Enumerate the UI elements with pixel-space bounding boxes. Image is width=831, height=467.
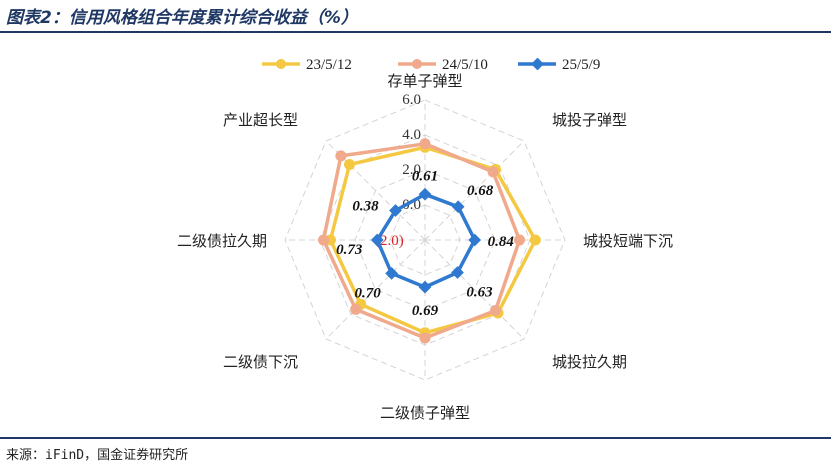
category-label: 城投拉久期 [552,354,627,371]
legend-marker [276,59,286,69]
series-point [350,303,362,315]
legend-marker [531,57,544,71]
source-rule [0,437,831,439]
legend-item: 24/5/10 [398,57,488,73]
data-label: 0.73 [336,242,363,258]
series-point [487,166,499,178]
category-label: 产业超长型 [223,112,298,129]
grid-spoke-5 [325,239,426,340]
category-label: 二级债下沉 [223,354,298,371]
data-label: 0.38 [352,199,379,215]
axis-tick-label: 4.0 [402,127,421,143]
series-point [418,280,432,294]
data-label: 0.68 [467,183,494,199]
axis-tick-label: 6.0 [402,92,421,108]
data-label: 0.70 [354,285,381,301]
series-point [490,305,501,316]
data-label: 0.84 [488,234,515,250]
grid-spoke-7 [325,140,426,241]
legend-label: 23/5/12 [306,57,352,73]
category-label: 城投短端下沉 [583,233,673,250]
series-point [335,150,347,162]
series-point [451,266,464,279]
category-label: 城投子弹型 [552,112,627,129]
title-rule [0,31,831,33]
series-point [318,234,329,246]
grid-ring-1 [389,204,461,276]
series-point [419,138,431,150]
legend-item: 23/5/12 [262,57,352,73]
chart-title: 图表2：信用风格组合年度累计综合收益（%） [6,8,358,28]
series-point [344,159,355,170]
data-label: 0.61 [412,168,438,184]
legend-marker [412,59,422,69]
series-point [451,200,465,214]
grid-spoke-1 [424,140,525,241]
data-label: 0.63 [466,285,493,301]
series-point [468,233,482,247]
grid-spoke-3 [424,239,525,340]
grid-ring-4 [284,99,566,381]
axis-tick-label: (2.0) [375,233,404,249]
series-point [385,267,398,280]
category-label: 二级债拉久期 [177,233,267,250]
legend-item: 25/5/9 [518,57,600,73]
series-1 [318,138,525,344]
axis-tick-label: 2.0 [402,162,421,178]
source-note: 来源：iFinD，国金证券研究所 [6,448,189,463]
legend-label: 24/5/10 [442,57,488,73]
series-point [529,234,541,246]
radar-chart: (2.0)0.02.04.06.0存单子弹型城投子弹型城投短端下沉城投拉久期二级… [177,57,673,422]
series-2 [370,187,482,294]
series-point [514,234,525,246]
category-label: 存单子弹型 [387,73,462,90]
series-point [370,233,384,247]
series-point [419,332,431,344]
data-label: 0.69 [412,303,439,319]
series-point [418,187,432,201]
category-label: 二级债子弹型 [380,405,470,422]
series-point [389,204,402,217]
legend-label: 25/5/9 [562,57,600,73]
